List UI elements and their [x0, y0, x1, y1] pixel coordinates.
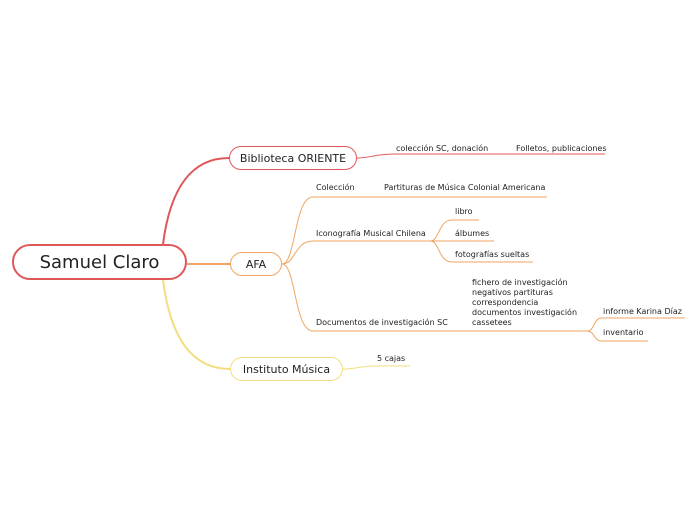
- topic-fotografias-sueltas[interactable]: fotografías sueltas: [455, 250, 530, 259]
- list-item: negativos partituras: [472, 288, 553, 297]
- branch-instituto-musica[interactable]: Instituto Música: [230, 357, 343, 381]
- link-root-instituto: [162, 279, 231, 370]
- topic-coleccion[interactable]: Colección: [316, 183, 355, 192]
- link-instituto-cajas: [342, 365, 410, 370]
- list-item: cassetees: [472, 318, 512, 327]
- topic-coleccion-sc-donacion[interactable]: colección SC, donación: [396, 144, 489, 153]
- link-afa-documentos: [281, 263, 445, 332]
- topic-albumes[interactable]: álbumes: [455, 229, 490, 238]
- list-item: documentos investigación: [472, 308, 578, 317]
- topic-partituras[interactable]: Partituras de Música Colonial Americana: [384, 183, 546, 192]
- list-item: fichero de investigación: [472, 278, 568, 287]
- link-documentos-informe: [586, 317, 685, 332]
- topic-5-cajas[interactable]: 5 cajas: [377, 354, 406, 363]
- topic-inventario[interactable]: inventario: [603, 328, 644, 337]
- link-root-oriente: [162, 157, 230, 245]
- topic-documentos-list[interactable]: fichero de investigación negativos parti…: [472, 278, 577, 328]
- branch-biblioteca-oriente[interactable]: Biblioteca ORIENTE: [229, 146, 357, 170]
- topic-iconografia[interactable]: Iconografía Musical Chilena: [316, 229, 426, 238]
- topic-libro[interactable]: libro: [455, 207, 473, 216]
- link-oriente-coleccion: [356, 153, 493, 159]
- link-afa-iconografia: [281, 240, 430, 265]
- root-node[interactable]: Samuel Claro: [12, 244, 187, 280]
- link-afa-coleccion: [281, 196, 380, 265]
- topic-documentos-investigacion[interactable]: Documentos de investigación SC: [316, 318, 448, 327]
- branch-afa[interactable]: AFA: [230, 252, 282, 276]
- link-iconografia-fotos: [429, 240, 533, 263]
- list-item: correspondencia: [472, 298, 539, 307]
- link-iconografia-libro: [429, 219, 479, 242]
- topic-informe-karina-diaz[interactable]: informe Karina Díaz: [603, 307, 682, 316]
- topic-folletos-publicaciones[interactable]: Folletos, publicaciones: [516, 144, 607, 153]
- link-documentos-inventario: [586, 330, 648, 342]
